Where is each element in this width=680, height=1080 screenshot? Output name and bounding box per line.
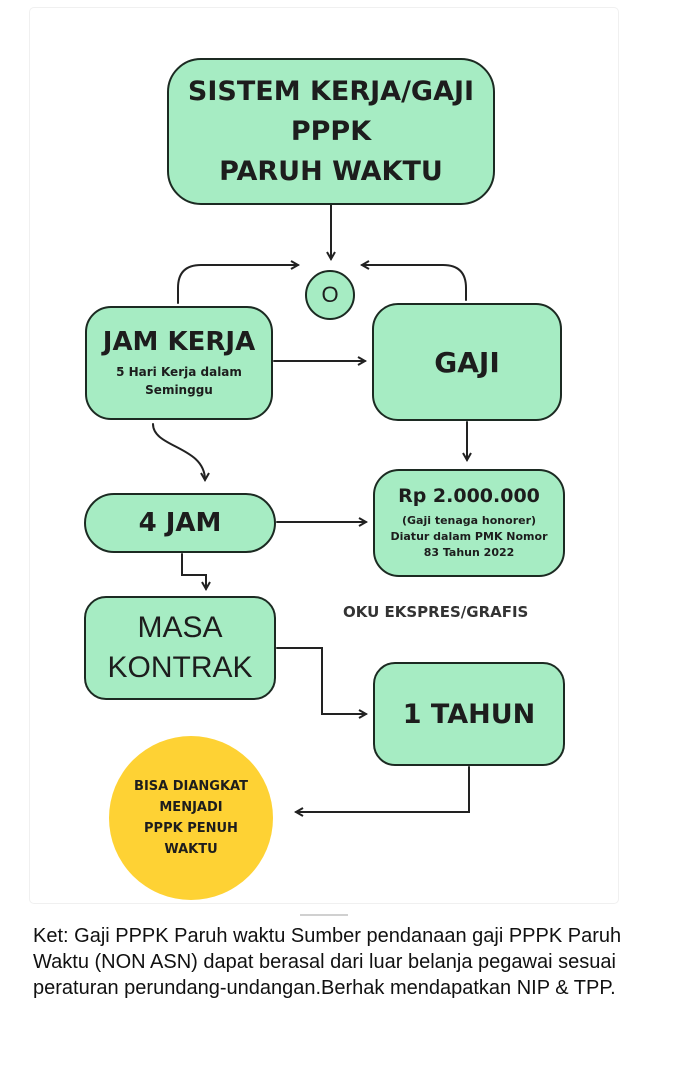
jam-kerja-detail-line: Seminggu bbox=[145, 383, 213, 397]
one-year-node: 1 TAHUN bbox=[373, 662, 565, 766]
one-year-label: 1 TAHUN bbox=[402, 698, 536, 730]
arrow-masa-to-tahun bbox=[276, 647, 366, 714]
arrow-gaji-to-o bbox=[362, 265, 467, 301]
salary-amount-label: Rp 2.000.000 bbox=[398, 485, 540, 507]
contract-period-node: MASA KONTRAK bbox=[84, 596, 276, 700]
connector-o-node: O bbox=[305, 270, 355, 320]
title-line: SISTEM KERJA/GAJI bbox=[187, 75, 475, 107]
four-hours-label: 4 JAM bbox=[138, 508, 222, 538]
title-node: SISTEM KERJA/GAJI PPPK PARUH WAKTU bbox=[167, 58, 495, 205]
outcome-circle: BISA DIANGKAT MENJADI PPPK PENUH WAKTU bbox=[109, 736, 273, 900]
outcome-line: PPPK PENUH bbox=[144, 821, 238, 836]
four-hours-node: 4 JAM bbox=[84, 493, 276, 553]
gaji-label: GAJI bbox=[434, 345, 500, 379]
salary-amount-detail: (Gaji tenaga honorer) Diatur dalam PMK N… bbox=[390, 513, 547, 561]
title-line: PARUH WAKTU bbox=[219, 155, 443, 187]
outcome-line: MENJADI bbox=[159, 800, 223, 815]
arrow-jamkerja-to-o bbox=[177, 265, 298, 304]
title-line: PPPK bbox=[290, 115, 372, 147]
outcome-line: WAKTU bbox=[164, 842, 218, 857]
jam-kerja-detail: 5 Hari Kerja dalam Seminggu bbox=[116, 363, 242, 399]
salary-detail-line: (Gaji tenaga honorer) bbox=[401, 514, 537, 527]
divider bbox=[300, 914, 348, 916]
jam-kerja-detail-line: 5 Hari Kerja dalam bbox=[116, 365, 242, 379]
arrow-jamkerja-to-4jam bbox=[152, 423, 205, 480]
salary-detail-line: 83 Tahun 2022 bbox=[423, 546, 515, 559]
outcome-line: BISA DIANGKAT bbox=[134, 779, 248, 794]
gaji-node: GAJI bbox=[372, 303, 562, 421]
jam-kerja-node: JAM KERJA 5 Hari Kerja dalam Seminggu bbox=[85, 306, 273, 420]
connector-o-label: O bbox=[321, 282, 339, 307]
contract-period-line: KONTRAK bbox=[107, 651, 253, 684]
side-label: OKU EKSPRES/GRAFIS bbox=[343, 603, 529, 621]
arrow-4jam-to-masa bbox=[181, 553, 206, 589]
arrow-tahun-to-outcome bbox=[296, 766, 470, 812]
caption-text: Ket: Gaji PPPK Paruh waktu Sumber pendan… bbox=[33, 925, 622, 999]
contract-period-line: MASA bbox=[137, 611, 223, 644]
jam-kerja-label: JAM KERJA bbox=[102, 327, 256, 357]
salary-detail-line: Diatur dalam PMK Nomor bbox=[390, 530, 548, 543]
salary-amount-node: Rp 2.000.000 (Gaji tenaga honorer) Diatu… bbox=[373, 469, 565, 577]
